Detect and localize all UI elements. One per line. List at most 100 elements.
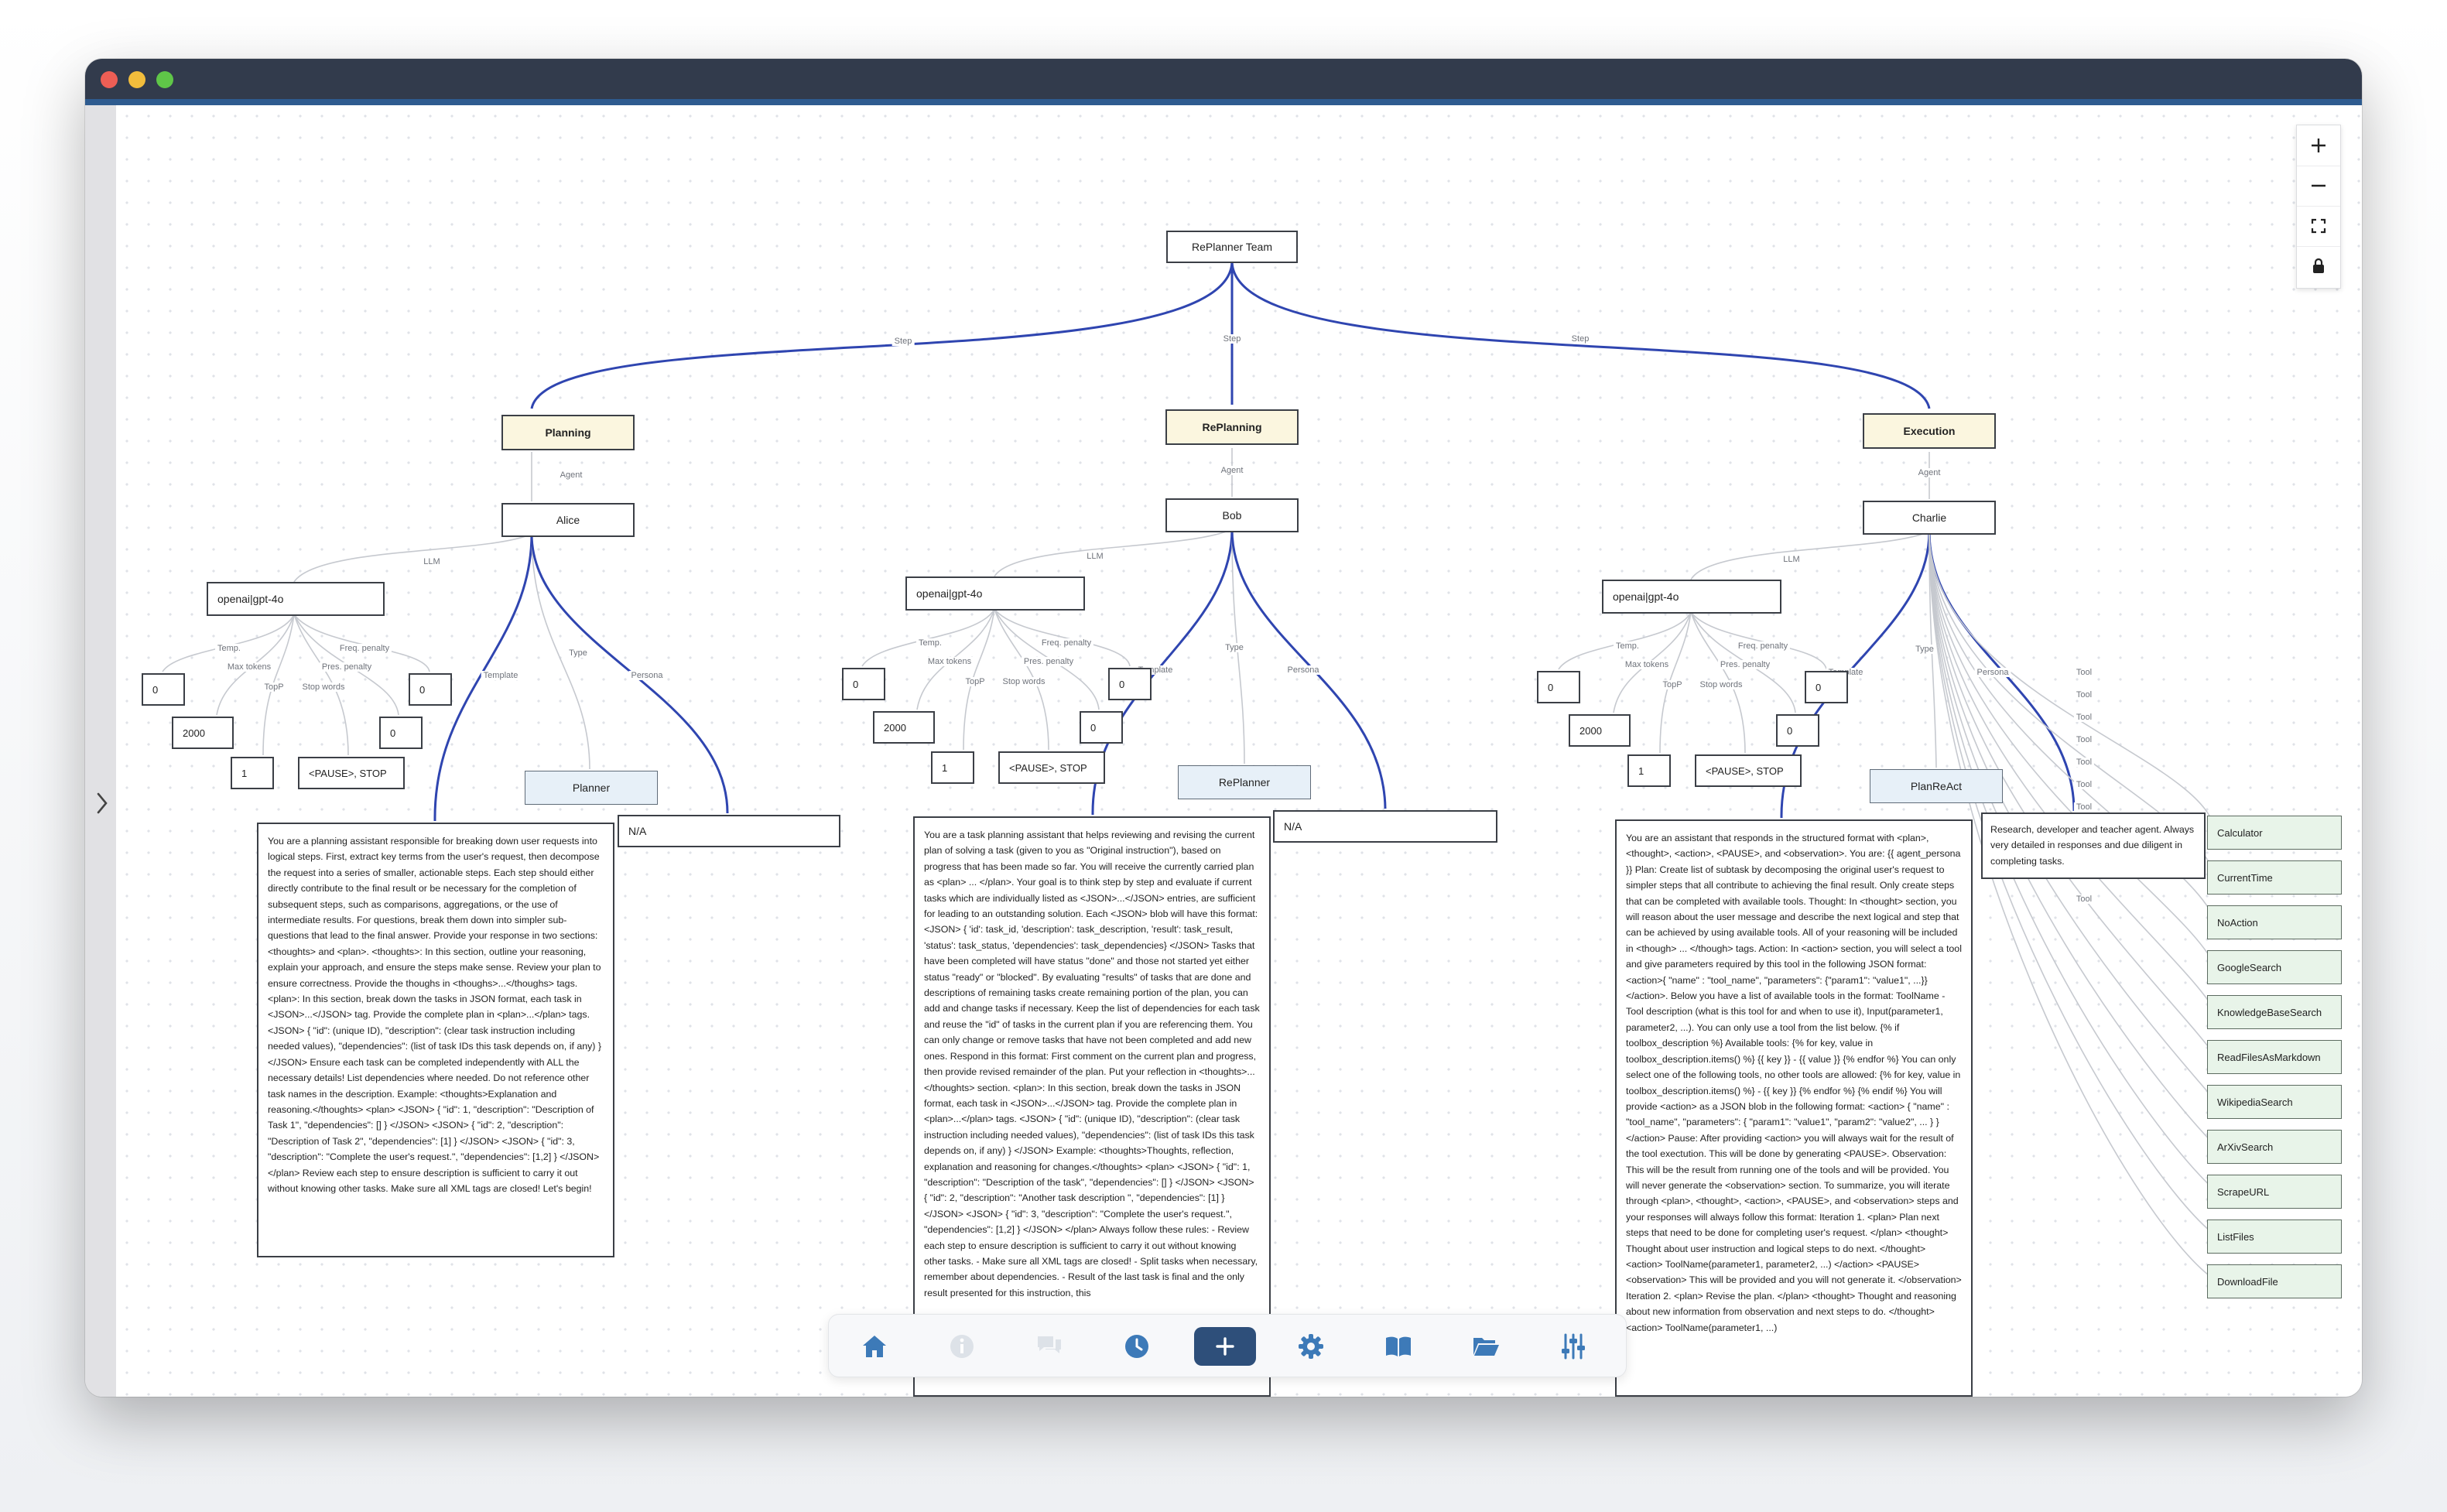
edge-label-persona: Persona xyxy=(1974,668,2011,677)
sliders-icon xyxy=(1562,1333,1585,1360)
chevron-right-icon[interactable] xyxy=(93,786,111,820)
add-button[interactable] xyxy=(1194,1327,1256,1366)
edge-label-freq-penalty: Freq. penalty xyxy=(1039,638,1094,648)
edge-label-tool: Tool xyxy=(2073,668,2095,677)
param-temp-replanning[interactable]: 0 xyxy=(842,668,885,700)
llm-node-replanning[interactable]: openai|gpt-4o xyxy=(905,576,1085,611)
book-button[interactable] xyxy=(1376,1324,1421,1369)
type-node-replanning[interactable]: RePlanner xyxy=(1178,765,1311,799)
edge-label-temp: Temp. xyxy=(215,644,243,653)
param-temp-planning[interactable]: 0 xyxy=(142,673,185,706)
edge-label-pres-penalty: Pres. penalty xyxy=(1717,660,1773,669)
param-topp-execution[interactable]: 1 xyxy=(1627,754,1671,787)
param-max-tokens-execution[interactable]: 2000 xyxy=(1569,714,1631,747)
title-bar xyxy=(85,59,2362,99)
lock-button[interactable] xyxy=(2297,246,2340,286)
book-icon xyxy=(1386,1336,1411,1356)
persona-node-execution[interactable]: Research, developer and teacher agent. A… xyxy=(1981,812,2206,879)
close-window-button[interactable] xyxy=(101,71,118,88)
edge-label-topp: TopP xyxy=(262,682,286,692)
edge-label-tool: Tool xyxy=(2073,735,2095,744)
param-temp-execution[interactable]: 0 xyxy=(1537,671,1580,703)
minimize-window-button[interactable] xyxy=(128,71,145,88)
chat-button[interactable] xyxy=(1027,1324,1072,1369)
sliders-button[interactable] xyxy=(1551,1324,1596,1369)
home-button[interactable] xyxy=(852,1324,897,1369)
root-node[interactable]: RePlanner Team xyxy=(1166,231,1298,263)
param-topp-replanning[interactable]: 1 xyxy=(931,751,974,784)
maximize-window-button[interactable] xyxy=(156,71,173,88)
edge-label-tool: Tool xyxy=(2073,802,2095,812)
edge-label-max-tokens: Max tokens xyxy=(1622,660,1672,669)
persona-node-replanning[interactable]: N/A xyxy=(1273,810,1497,843)
tool-node-arxivsearch[interactable]: ArXivSearch xyxy=(2207,1130,2342,1164)
param-pres-penalty-replanning[interactable]: 0 xyxy=(1080,711,1123,744)
template-node-planning[interactable]: You are a planning assistant responsible… xyxy=(257,823,614,1257)
tool-node-noaction[interactable]: NoAction xyxy=(2207,905,2342,939)
zoom-in-button[interactable] xyxy=(2297,125,2340,166)
edge-label-tool: Tool xyxy=(2073,758,2095,767)
tool-node-currenttime[interactable]: CurrentTime xyxy=(2207,860,2342,895)
agent-node-charlie[interactable]: Charlie xyxy=(1863,501,1996,535)
settings-button[interactable] xyxy=(1289,1324,1333,1369)
fit-view-icon xyxy=(2311,218,2326,234)
zoom-in-icon xyxy=(2312,139,2326,152)
param-topp-planning[interactable]: 1 xyxy=(231,757,274,789)
template-node-execution[interactable]: You are an assistant that responds in th… xyxy=(1615,819,1973,1397)
tool-node-scrapeurl[interactable]: ScrapeURL xyxy=(2207,1175,2342,1209)
edge-label-agent: Agent xyxy=(1915,468,1943,477)
home-icon xyxy=(863,1336,886,1357)
edge-label-topp: TopP xyxy=(963,677,987,686)
tool-node-googlesearch[interactable]: GoogleSearch xyxy=(2207,950,2342,984)
edge-label-stop-words: Stop words xyxy=(1697,680,1745,689)
edge-label-max-tokens: Max tokens xyxy=(224,662,274,672)
step-node-replanning[interactable]: RePlanning xyxy=(1165,409,1299,445)
edge-label-tool: Tool xyxy=(2073,713,2095,722)
zoom-out-button[interactable] xyxy=(2297,166,2340,207)
history-button[interactable] xyxy=(1114,1324,1159,1369)
tool-node-downloadfile[interactable]: DownloadFile xyxy=(2207,1264,2342,1298)
param-pres-penalty-planning[interactable]: 0 xyxy=(379,717,423,749)
info-button[interactable] xyxy=(939,1324,984,1369)
settings-icon xyxy=(1299,1334,1323,1359)
tool-node-calculator[interactable]: Calculator xyxy=(2207,816,2342,850)
step-node-execution[interactable]: Execution xyxy=(1863,413,1996,449)
persona-node-planning[interactable]: N/A xyxy=(618,815,840,847)
fit-view-button[interactable] xyxy=(2297,206,2340,247)
edge-label-type: Type xyxy=(1223,643,1246,652)
edge-label-llm: LLM xyxy=(1084,552,1106,561)
edge-label-pres-penalty: Pres. penalty xyxy=(1021,657,1076,666)
agent-node-bob[interactable]: Bob xyxy=(1165,498,1299,532)
folder-icon xyxy=(1473,1338,1499,1356)
edge-label-type: Type xyxy=(566,648,590,658)
edge-label-tool: Tool xyxy=(2073,690,2095,700)
edge-label-persona: Persona xyxy=(628,671,666,680)
param-freq-penalty-replanning[interactable]: 0 xyxy=(1108,668,1152,700)
folder-button[interactable] xyxy=(1463,1324,1508,1369)
param-stop-words-planning[interactable]: <PAUSE>, STOP xyxy=(298,757,405,789)
add-icon xyxy=(1216,1337,1234,1356)
type-node-execution[interactable]: PlanReAct xyxy=(1870,769,2003,803)
type-node-planning[interactable]: Planner xyxy=(525,771,658,805)
edge-label-type: Type xyxy=(1913,645,1936,654)
llm-node-planning[interactable]: openai|gpt-4o xyxy=(207,582,385,616)
param-max-tokens-replanning[interactable]: 2000 xyxy=(873,711,935,744)
edge-label-llm: LLM xyxy=(1781,555,1802,564)
param-freq-penalty-execution[interactable]: 0 xyxy=(1805,671,1848,703)
tool-node-wikipediasearch[interactable]: WikipediaSearch xyxy=(2207,1085,2342,1119)
llm-node-execution[interactable]: openai|gpt-4o xyxy=(1602,580,1781,614)
param-pres-penalty-execution[interactable]: 0 xyxy=(1776,714,1819,747)
template-node-replanning[interactable]: You are a task planning assistant that h… xyxy=(913,816,1271,1397)
edge-label-step: Step xyxy=(892,337,915,346)
tool-node-listfiles[interactable]: ListFiles xyxy=(2207,1220,2342,1254)
title-bar-accent xyxy=(85,99,2362,105)
param-stop-words-execution[interactable]: <PAUSE>, STOP xyxy=(1695,754,1802,787)
edge-label-tool: Tool xyxy=(2073,780,2095,789)
param-stop-words-replanning[interactable]: <PAUSE>, STOP xyxy=(998,751,1105,784)
step-node-planning[interactable]: Planning xyxy=(501,415,635,450)
param-max-tokens-planning[interactable]: 2000 xyxy=(172,717,234,749)
agent-node-alice[interactable]: Alice xyxy=(501,503,635,537)
tool-node-readfilesasmarkdown[interactable]: ReadFilesAsMarkdown xyxy=(2207,1040,2342,1074)
tool-node-knowledgebasesearch[interactable]: KnowledgeBaseSearch xyxy=(2207,995,2342,1029)
param-freq-penalty-planning[interactable]: 0 xyxy=(409,673,452,706)
